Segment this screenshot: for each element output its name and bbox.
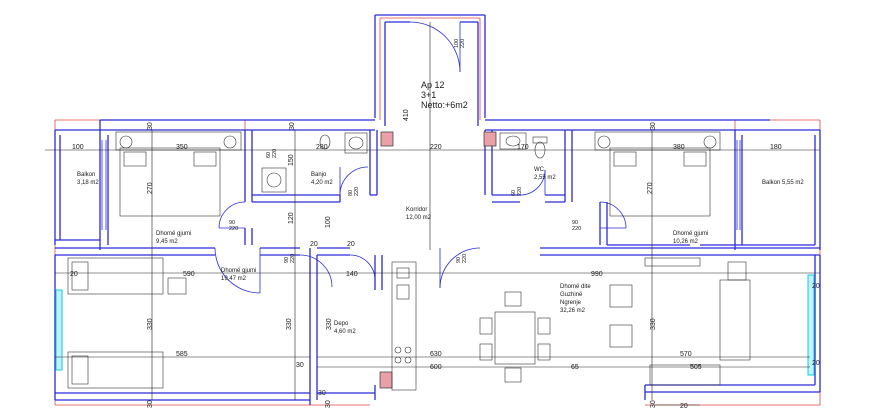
- dim-65: 65: [571, 364, 579, 371]
- dim-20-mid-b: 20: [347, 241, 355, 248]
- room-name-living-1: Dhomë dite: [560, 284, 591, 290]
- dim-30-bottom-left: 30: [147, 400, 154, 408]
- room-area-banjo: 4,20 m2: [311, 180, 333, 186]
- walls: [54, 14, 821, 405]
- room-area-bedroom-bottom: 19,47 m2: [221, 276, 247, 282]
- room-name-bedroom-right: Dhomë gjumi: [673, 231, 708, 237]
- furniture: [67, 131, 751, 391]
- dim-410: 410: [403, 109, 410, 121]
- dimension-numbers: 100 350 280 220 170 380 180 590 990 140 …: [70, 109, 820, 410]
- dim-140: 140: [346, 271, 358, 278]
- room-name-bedroom-bottom: Dhomë gjumi: [221, 268, 256, 274]
- exterior-reference-lines: [54, 17, 821, 406]
- dim-630: 630: [430, 351, 442, 358]
- dim-220: 220: [430, 144, 442, 151]
- dim-270-right: 270: [647, 182, 654, 194]
- dim-30-bottom-mid: 30: [325, 400, 332, 408]
- room-name-wc: WC: [534, 167, 545, 173]
- dim-120: 120: [288, 212, 295, 224]
- dim-280: 280: [316, 144, 328, 151]
- dim-330-left: 330: [147, 318, 154, 330]
- room-name-depo: Depo: [334, 321, 349, 327]
- dim-330-depo: 330: [326, 318, 333, 330]
- dim-330-mid: 330: [286, 318, 293, 330]
- room-area-depo: 4,60 m2: [334, 329, 356, 335]
- dim-170: 170: [517, 144, 529, 151]
- dim-380: 380: [673, 144, 685, 151]
- dimension-lines: [45, 22, 820, 406]
- dim-585: 585: [176, 351, 188, 358]
- room-area-wc: 2,55 m2: [534, 175, 556, 181]
- dim-505: 505: [690, 364, 702, 371]
- dim-330-right: 330: [650, 318, 657, 330]
- dim-30-bedroom: 30: [296, 362, 304, 369]
- columns: [379, 131, 497, 389]
- room-name-living-3: Ngrenje: [560, 300, 582, 306]
- dim-20-bottom: 20: [680, 403, 688, 410]
- dim-100-vertical: 100: [325, 216, 332, 228]
- room-name-bedroom-left: Dhomë gjumi: [156, 231, 191, 237]
- dim-30-top-left: 30: [147, 122, 154, 130]
- doors: [214, 21, 627, 294]
- room-area-korridor: 12,00 m2: [406, 215, 432, 221]
- dim-590: 590: [183, 271, 195, 278]
- room-labels: Balkon 3,18 m2 Banjo 4,20 m2 WC 2,55 m2 …: [77, 167, 804, 335]
- room-area-bedroom-left: 9,45 m2: [156, 239, 178, 245]
- dim-570: 570: [680, 351, 692, 358]
- door-label-wc: 60220: [511, 187, 523, 196]
- door-label-banjo-side: 60220: [266, 149, 278, 158]
- windows: [55, 140, 815, 376]
- room-area-balkon-left: 3,18 m2: [77, 180, 99, 186]
- dim-30-top-right: 30: [650, 122, 657, 130]
- room-area-bedroom-right: 10,26 m2: [673, 239, 699, 245]
- apartment-title: Ap 12 3+1 Netto:+6m2: [421, 80, 468, 110]
- room-area-living: 32,26 m2: [560, 308, 586, 314]
- dim-150: 150: [288, 154, 295, 166]
- room-name-banjo: Banjo: [311, 172, 327, 178]
- dim-20-right-b: 20: [812, 360, 820, 367]
- dim-20-right-a: 20: [812, 283, 820, 290]
- room-name-korridor: Korridor: [406, 207, 427, 213]
- dim-20-mid-a: 20: [310, 241, 318, 248]
- dim-100-balkon: 100: [72, 144, 84, 151]
- dim-270-left: 270: [147, 182, 154, 194]
- dim-20-left: 20: [70, 271, 78, 278]
- apartment-type: 3+1: [421, 90, 436, 100]
- dim-30-bottom-right: 30: [650, 400, 657, 408]
- room-name-living-2: Guzhinë: [560, 292, 583, 298]
- door-label-bottom-bedroom: 90220: [284, 254, 296, 263]
- dim-350: 350: [176, 144, 188, 151]
- apartment-area-note: Netto:+6m2: [421, 100, 468, 110]
- door-label-entry: 100220: [454, 39, 466, 48]
- dim-600: 600: [430, 364, 442, 371]
- dim-30-depo: 30: [318, 390, 326, 397]
- apartment-code: Ap 12: [421, 80, 445, 90]
- room-label-balkon-right: Balkon 5,55 m2: [762, 180, 804, 186]
- room-name-balkon-left: Balkon: [77, 172, 95, 178]
- door-label-living: 90220: [456, 254, 468, 263]
- dim-180: 180: [770, 144, 782, 151]
- dim-30-top-mid: 30: [289, 122, 296, 130]
- dim-990: 990: [591, 271, 603, 278]
- door-label-banjo: 80220: [348, 187, 360, 196]
